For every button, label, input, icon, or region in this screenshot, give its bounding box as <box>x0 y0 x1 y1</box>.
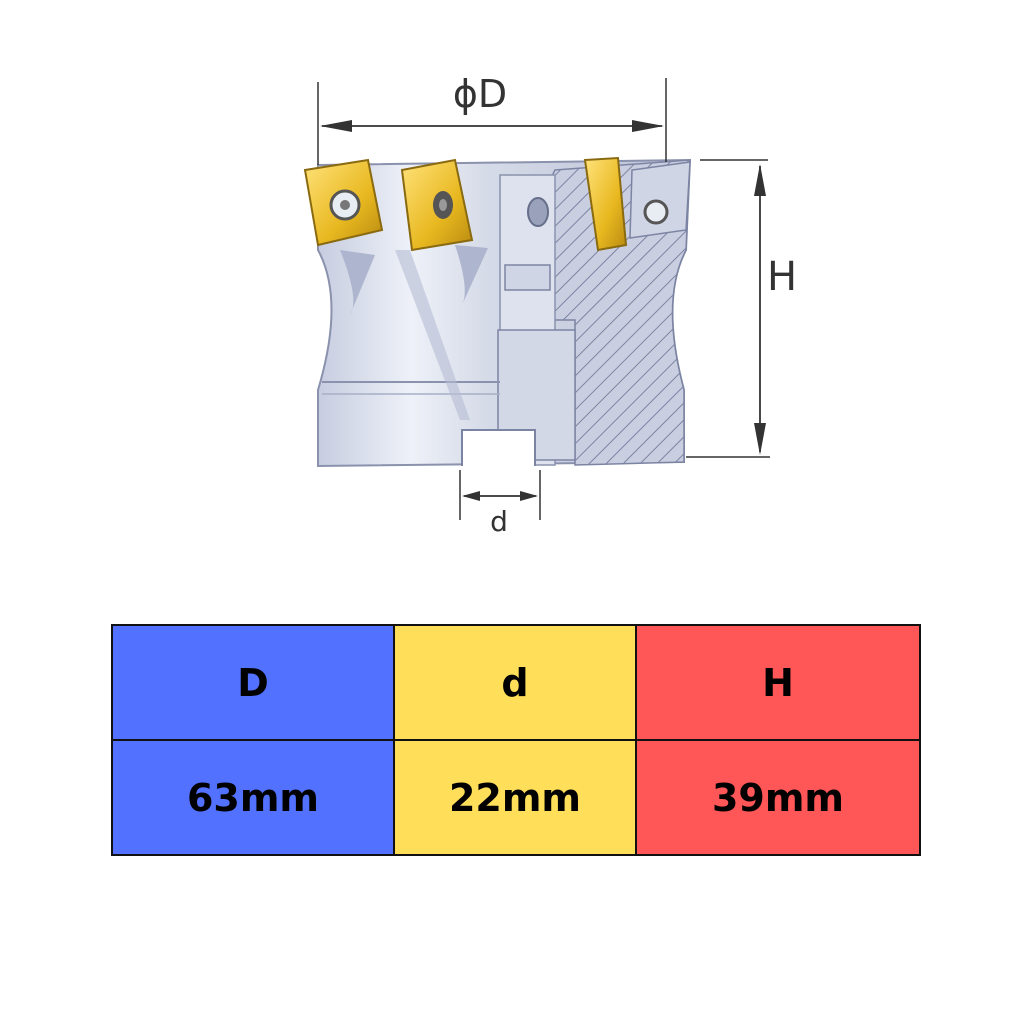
diameter-label: ϕD <box>453 72 507 116</box>
cutter-diagram: ϕD H d <box>303 72 797 538</box>
insert-2 <box>400 158 474 252</box>
spec-header-row: D d H <box>111 624 921 741</box>
value-H: 39mm <box>635 739 921 856</box>
insert-pocket-right <box>629 161 691 239</box>
header-d: d <box>393 624 637 741</box>
dimension-diameter <box>317 78 667 165</box>
insert-3 <box>583 156 628 252</box>
header-H: H <box>635 624 921 741</box>
value-D: 63mm <box>111 739 395 856</box>
spec-value-row: 63mm 22mm 39mm <box>111 739 921 856</box>
bore-label: d <box>490 505 508 538</box>
dimension-bore <box>459 470 541 520</box>
header-D: D <box>111 624 395 741</box>
spec-table: D d H 63mm 22mm 39mm <box>111 624 921 856</box>
height-label: H <box>767 254 797 300</box>
dimension-height <box>686 159 770 458</box>
value-d: 22mm <box>393 739 637 856</box>
insert-1 <box>303 158 384 247</box>
